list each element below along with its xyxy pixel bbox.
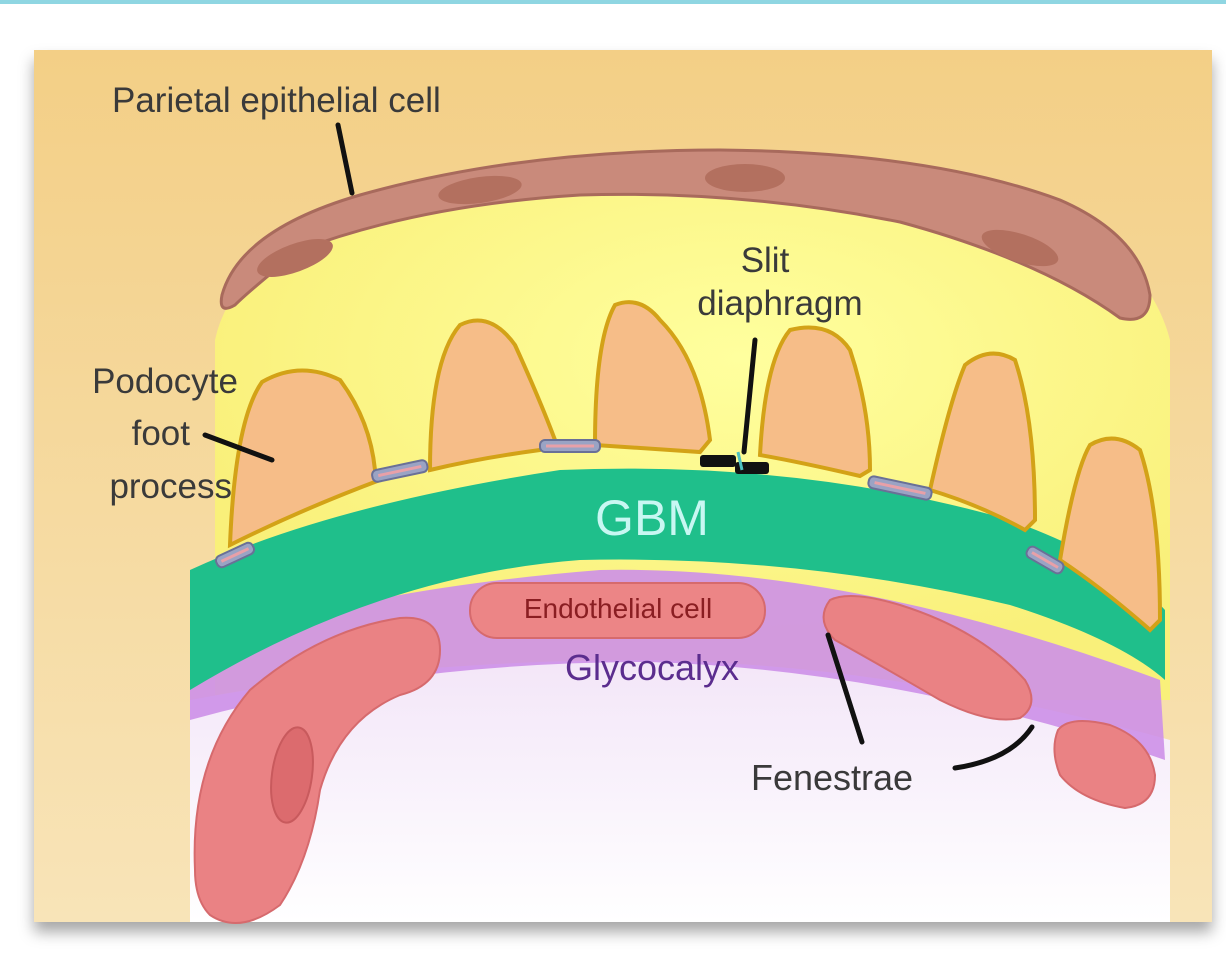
label-podocyte-line1: Podocyte — [92, 362, 238, 401]
label-slit-diaphragm-line2: diaphragm — [697, 284, 862, 323]
label-slit-diaphragm-line1: Slit — [741, 241, 790, 280]
label-parietal-epithelial-cell: Parietal epithelial cell — [112, 81, 441, 120]
label-gbm: GBM — [595, 490, 709, 546]
label-endothelial-cell: Endothelial cell — [524, 593, 712, 624]
label-fenestrae: Fenestrae — [751, 757, 913, 798]
slit-diaphragm-2 — [540, 440, 600, 452]
label-podocyte-line3: process — [109, 467, 232, 506]
label-podocyte-line2: foot — [132, 414, 191, 453]
label-glycocalyx: Glycocalyx — [565, 647, 739, 688]
